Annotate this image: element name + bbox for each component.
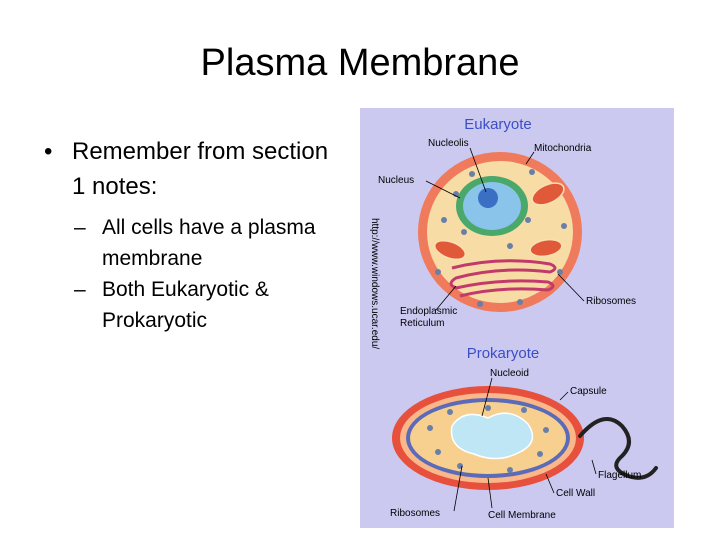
mitochondrion [433,239,467,261]
sub-bullet-text: All cells have a plasma membrane [102,216,316,270]
nucleoid [450,412,534,460]
source-url: http://www.windows.ucar.edu/ [369,218,380,349]
sub-bullet-item: – All cells have a plasma membrane [44,212,334,274]
prokaryote-leader-lines [453,377,597,512]
dash-icon: – [74,216,86,239]
bullet-item: • Remember from section 1 notes: [44,134,334,204]
sub-bullet-text: Both Eukaryotic & Prokaryotic [102,278,269,332]
label-prokaryote-ribosomes: Ribosomes [390,508,440,519]
eukaryote-title: Eukaryote [464,116,532,133]
cell-diagram-figure: Eukaryote Prokaryote http://www.windows.… [360,108,674,528]
label-nucleoid: Nucleoid [490,368,529,379]
prokaryote-cell [392,386,658,490]
label-flagellum: Flagellum [598,470,641,481]
label-ribosomes: Ribosomes [586,296,636,307]
label-nucleus: Nucleus [378,175,414,186]
nucleolus [478,188,498,208]
prokaryote-title: Prokaryote [467,345,540,362]
bullet-text: Remember from section 1 notes: [72,138,329,200]
label-nucleolis: Nucleolis [428,138,469,149]
label-cell-wall: Cell Wall [556,488,595,499]
bullet-list: • Remember from section 1 notes: – All c… [44,134,334,336]
label-capsule: Capsule [570,386,607,397]
flagellum [578,416,658,480]
mitochondrion [529,238,563,258]
cell-diagram-svg: Eukaryote Prokaryote http://www.windows.… [369,116,658,521]
label-er-line2: Reticulum [400,318,444,329]
eukaryote-cell [418,152,582,312]
dash-icon: – [74,278,86,301]
eukaryote-leader-lines [425,147,585,311]
slide-title: Plasma Membrane [200,42,520,84]
label-mitochondria: Mitochondria [534,143,592,154]
sub-bullet-item: – Both Eukaryotic & Prokaryotic [44,274,334,336]
label-cell-membrane: Cell Membrane [488,510,556,521]
er-folds [449,259,557,298]
eukaryote-ribosomes [435,169,567,307]
prokaryote-ribosomes [427,405,549,473]
mitochondrion [531,182,565,206]
label-er-line1: Endoplasmic [400,306,457,317]
bullet-dot-icon: • [44,138,53,165]
